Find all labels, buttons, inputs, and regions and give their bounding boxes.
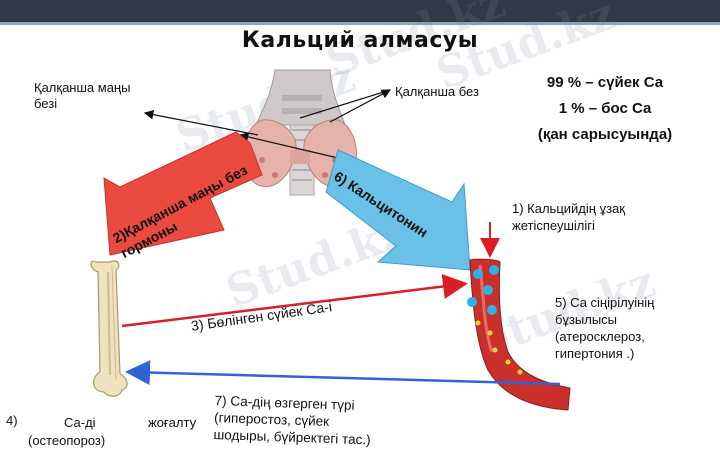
- deficiency-label: 1) Кальцийдің ұзақ жетіспеушілігі: [512, 201, 625, 233]
- thyroid-gland-label: Қалқанша без: [395, 84, 479, 99]
- thyroid-gland-image: [243, 69, 357, 196]
- absorption-disorder-label: 5) Са сіңірілуінің бұзылысы (атеросклеро…: [555, 295, 655, 361]
- vessel-to-bone-arrow: [125, 360, 561, 386]
- calcitonin-arrow: [325, 149, 471, 271]
- serum-note: (қан сарысуында): [537, 126, 673, 143]
- loss-word: жоғалту: [148, 415, 197, 430]
- parathyroid-gland-label: Қалқанша маңы безі: [34, 80, 131, 111]
- osteoporosis-label: (остеопороз): [28, 433, 106, 448]
- top-bar-line: [0, 22, 720, 25]
- bone-to-vessel-arrow: [121, 274, 468, 328]
- pointer-lines: [143, 89, 392, 159]
- altered-calcium-label: 7) Са-дің өзгерген түрі (гиперостоз, сүй…: [213, 392, 371, 448]
- free-calcium-stat: 1 % – бос Са: [558, 100, 652, 117]
- parathyroid-hormone-arrow: [103, 131, 263, 256]
- calcium-loss-label: Са-ді: [64, 415, 96, 430]
- top-bar: [0, 0, 720, 22]
- page-title: Кальций алмасуы: [241, 28, 479, 53]
- bone-image: [90, 260, 128, 397]
- blood-vessel-image: [467, 258, 571, 411]
- bone-calcium-stat: 99 % – сүйек Са: [546, 74, 664, 91]
- loss-number: 4): [6, 413, 18, 428]
